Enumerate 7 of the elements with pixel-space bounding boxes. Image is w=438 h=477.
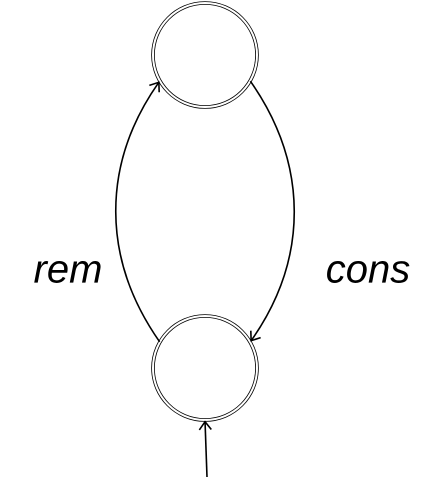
state-circle	[151, 314, 259, 422]
arrow	[114, 81, 160, 342]
edge-label: cons	[327, 261, 410, 283]
state-circle	[151, 1, 259, 109]
edge-label: rem	[34, 261, 101, 283]
arrow	[198, 420, 212, 477]
arrow	[250, 80, 296, 342]
